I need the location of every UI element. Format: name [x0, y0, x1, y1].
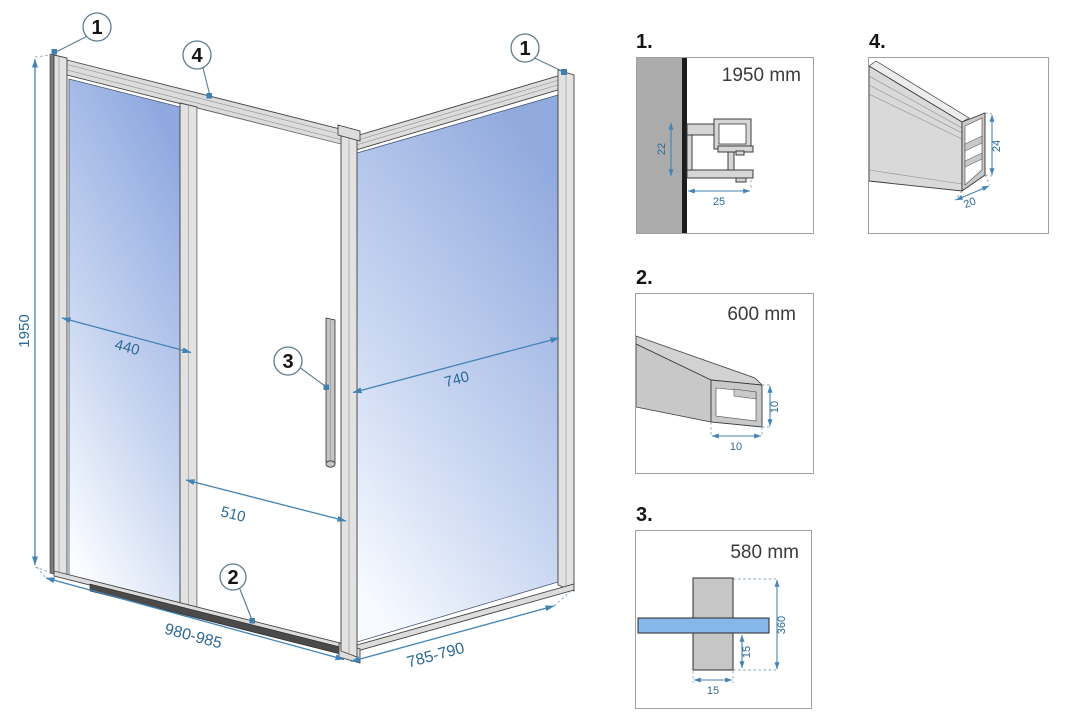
detail-1-label: 1.: [636, 31, 653, 53]
dim-15h-label: 15: [707, 685, 719, 697]
dim-door-line: [185, 479, 347, 522]
wall-edge-left: [49, 53, 55, 575]
callout-dot: [51, 49, 57, 55]
detail-3-box: 580 mm 360 15 15: [635, 530, 812, 709]
channel-profile-isometric: [636, 335, 764, 428]
detail-2-box: 600 mm 10 10: [635, 293, 814, 474]
detail-3-size: 580 mm: [730, 542, 799, 563]
wall-hatch: [637, 58, 682, 233]
sliding-door-glass: [196, 107, 342, 649]
detail-1-size: 1950 mm: [722, 65, 801, 86]
svg-text:4: 4: [191, 45, 203, 67]
main-isometric-drawing: 1950 440 740 510 980-985 785-790 1 4: [16, 12, 575, 671]
dim-22-label: 22: [656, 143, 668, 155]
dim-10h-label: 10: [730, 441, 742, 453]
detail-1-box: 1950 mm 22 25: [636, 57, 814, 234]
callout-1-right: [510, 33, 540, 63]
wall-line: [682, 58, 687, 233]
svg-text:1: 1: [519, 38, 530, 60]
callout-dot: [206, 93, 212, 99]
wall-profile-cross-section: [686, 118, 754, 183]
dim-side-panel-line: [352, 337, 560, 394]
detail-4-box: 24 20: [868, 57, 1049, 234]
detail-1-drawing: 1950 mm 22 25: [637, 58, 801, 233]
dim-side-total-line: [350, 605, 555, 663]
callouts: 1 4 1 3 2: [51, 12, 567, 624]
dim-front-total-line: [45, 577, 345, 661]
side-panel: [355, 69, 575, 652]
detail-3-drawing: 580 mm 360 15 15: [637, 542, 799, 697]
callout-1-left: [82, 12, 112, 42]
detail-4-drawing: 24 20: [869, 60, 1003, 211]
rail-profile-isometric: [869, 60, 986, 192]
dim-door-label: 510: [219, 503, 247, 526]
detail-3-label: 3.: [636, 504, 653, 526]
dim-24-label: 24: [991, 140, 1003, 152]
dim-360-label: 360: [776, 616, 788, 634]
glass-panel-side: [356, 94, 559, 643]
callout-3: [273, 346, 303, 376]
dim-20-line: [955, 185, 990, 201]
dim-front-total-label: 980-985: [163, 621, 224, 653]
glass-bar: [637, 617, 770, 634]
wall-profile-left: [53, 54, 68, 578]
callout-dot: [561, 69, 567, 75]
dim-side-panel-label: 740: [443, 368, 472, 391]
front-panel: [49, 53, 361, 664]
dim-15v-label: 15: [741, 646, 753, 658]
svg-text:1: 1: [91, 17, 102, 39]
dim-20-label: 20: [962, 195, 978, 211]
detail-4-label: 4.: [869, 31, 886, 53]
callout-dot: [249, 618, 255, 624]
dim-fixed-panel-line: [61, 317, 192, 354]
corner-cap: [337, 124, 361, 142]
detail-2-label: 2.: [636, 267, 653, 289]
svg-text:3: 3: [282, 351, 293, 373]
svg-text:2: 2: [227, 567, 238, 589]
dim-10v-label: 10: [769, 401, 781, 413]
dim-fixed-panel-label: 440: [113, 336, 142, 359]
detail-2-drawing: 600 mm 10 10: [636, 304, 796, 453]
detail-2-size: 600 mm: [727, 304, 796, 325]
dim-height-label: 1950: [16, 314, 33, 347]
dim-25-label: 25: [713, 196, 725, 208]
callout-2: [219, 563, 247, 591]
callout-4: [182, 40, 212, 70]
callout-dot: [323, 384, 329, 390]
